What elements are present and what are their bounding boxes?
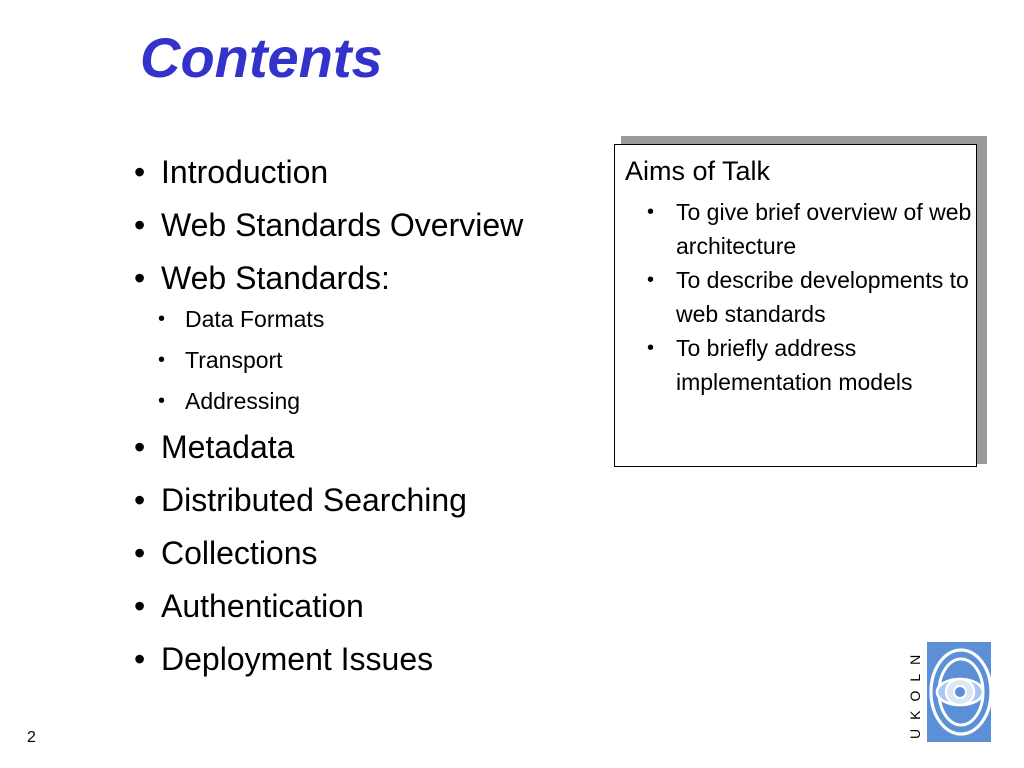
bullet-icon: • (134, 154, 146, 190)
contents-subitem: • Addressing (158, 381, 519, 422)
aims-item-label: To describe developments to web standard… (676, 267, 969, 327)
contents-item: • Introduction (134, 146, 523, 199)
bullet-icon: • (647, 269, 655, 291)
bullet-icon: • (158, 390, 166, 412)
contents-item-label: Metadata (161, 429, 295, 465)
slide-title: Contents (140, 26, 383, 89)
contents-item-label: Collections (161, 535, 318, 571)
page-number: 2 (27, 729, 36, 746)
contents-item-label: Web Standards: (161, 260, 390, 296)
bullet-icon: • (134, 641, 146, 677)
bullet-icon: • (158, 308, 166, 330)
contents-subitem-label: Addressing (185, 388, 301, 414)
web-standards-sublist: • Data Formats • Transport • Addressing (158, 299, 519, 422)
bullet-icon: • (647, 337, 655, 359)
aims-item: • To give brief overview of web architect… (647, 195, 972, 263)
contents-item-label: Authentication (161, 588, 364, 624)
contents-subitem: • Data Formats (158, 299, 519, 340)
contents-item: • Distributed Searching (134, 474, 523, 527)
aims-item-label: To briefly address implementation models (676, 335, 913, 395)
subitems-container: • Data Formats • Transport • Addressing (134, 299, 523, 422)
eye-logo-icon (927, 642, 991, 742)
contents-item-label: Distributed Searching (161, 482, 467, 518)
aims-item: • To briefly address implementation model… (647, 331, 972, 399)
aims-item-label: To give brief overview of web architectu… (676, 199, 972, 259)
aims-box-title: Aims of Talk (625, 156, 771, 186)
contents-item: • Authentication (134, 580, 523, 633)
contents-subitem-label: Transport (185, 347, 283, 373)
bullet-icon: • (134, 588, 146, 624)
aims-item: • To describe developments to web standar… (647, 263, 972, 331)
aims-list: • To give brief overview of web architect… (647, 195, 972, 399)
bullet-icon: • (134, 482, 146, 518)
contents-item-label: Introduction (161, 154, 329, 190)
contents-item-label: Web Standards Overview (161, 207, 524, 243)
bullet-icon: • (158, 349, 166, 371)
logo-wordmark: UKOLN (907, 645, 923, 739)
contents-subitem-label: Data Formats (185, 306, 325, 332)
contents-item-label: Deployment Issues (161, 641, 434, 677)
contents-item: • Web Standards: (134, 252, 523, 305)
contents-list: • Introduction • Web Standards Overview • W… (134, 146, 523, 686)
bullet-icon: • (134, 429, 146, 465)
contents-item: • Web Standards Overview (134, 199, 523, 252)
bullet-icon: • (134, 207, 146, 243)
bullet-icon: • (134, 260, 146, 296)
contents-item: • Deployment Issues (134, 633, 523, 686)
bullet-icon: • (134, 535, 146, 571)
contents-item: • Collections (134, 527, 523, 580)
ukoln-logo: UKOLN (905, 640, 991, 744)
bullet-icon: • (647, 201, 655, 223)
contents-subitem: • Transport (158, 340, 519, 381)
aims-box: Aims of Talk • To give brief overview of … (614, 144, 977, 467)
contents-item: • Metadata (134, 421, 523, 474)
